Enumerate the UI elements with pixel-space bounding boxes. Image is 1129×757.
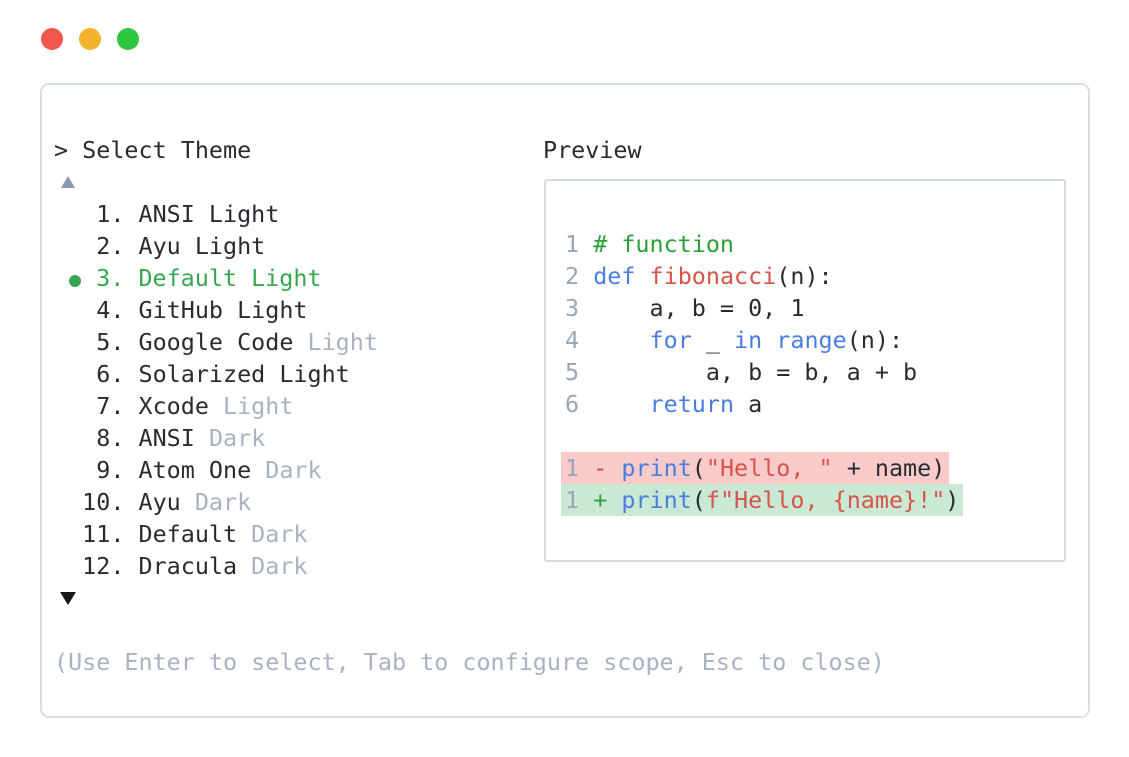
minimize-button[interactable] <box>79 28 101 50</box>
close-button[interactable] <box>41 28 63 50</box>
line-number: 4 <box>565 326 580 354</box>
theme-item-variant-label: Light <box>293 328 378 356</box>
theme-item-google-code[interactable]: 5. Google Code Light <box>54 326 885 358</box>
theme-item-variant-label: Dark <box>180 488 252 516</box>
theme-item-atom-one[interactable]: 9. Atom One Dark <box>54 454 885 486</box>
theme-item-dracula[interactable]: 12. Dracula Dark <box>54 550 885 582</box>
line-number: 2 <box>565 262 580 290</box>
theme-item-number: 12. <box>82 552 139 580</box>
theme-item-label: GitHub Light <box>138 296 308 324</box>
code-line: 4 for _ in range(n): <box>565 326 904 354</box>
theme-item-number: 1. <box>82 200 139 228</box>
theme-item-default[interactable]: 11. Default Dark <box>54 518 885 550</box>
scroll-down-control[interactable] <box>54 582 885 614</box>
code-line-diff-del: 1 - print("Hello, " + name) <box>561 452 963 484</box>
select-theme-prompt: > Select Theme <box>54 136 252 164</box>
theme-item-label: Google Code <box>138 328 294 356</box>
theme-item-number: 5. <box>82 328 139 356</box>
theme-item-label: Solarized Light <box>138 360 350 388</box>
line-number: 1 <box>565 486 580 514</box>
triangle-up-icon <box>61 176 75 188</box>
theme-item-number: 11. <box>82 520 139 548</box>
theme-item-github-light[interactable]: 4. GitHub Light <box>54 294 885 326</box>
theme-item-ansi[interactable]: 8. ANSI Dark <box>54 422 885 454</box>
theme-item-label: Dracula <box>138 552 238 580</box>
theme-item-number: 8. <box>82 424 139 452</box>
theme-item-number: 9. <box>82 456 139 484</box>
theme-item-label: Xcode <box>138 392 209 420</box>
theme-list-column: > Select Theme 1. ANSI Light 2. Ayu Ligh… <box>54 134 885 678</box>
code-line: 5 a, b = b, a + b <box>565 358 918 386</box>
theme-item-label: Default Light <box>138 264 322 292</box>
theme-list: 1. ANSI Light 2. Ayu Light 3. Default Li… <box>54 198 885 582</box>
preview-label: Preview <box>543 136 642 164</box>
theme-item-variant-label: Dark <box>237 520 308 548</box>
theme-item-ansi-light[interactable]: 1. ANSI Light <box>54 198 885 230</box>
theme-item-variant-label: Dark <box>237 552 308 580</box>
spacer <box>54 614 885 646</box>
theme-item-default-light[interactable]: 3. Default Light <box>54 262 885 294</box>
line-number: 6 <box>565 390 580 418</box>
theme-item-number: 6. <box>82 360 139 388</box>
line-number: 3 <box>565 294 580 322</box>
code-line: 2 def fibonacci(n): <box>565 262 833 290</box>
theme-item-number: 2. <box>82 232 139 260</box>
code-preview: 1 # function 2 def fibonacci(n): 3 a, b = … <box>561 228 964 516</box>
theme-item-variant-label: Dark <box>194 424 266 452</box>
code-line: 1 # function <box>565 230 735 258</box>
theme-item-label: Ayu <box>138 488 181 516</box>
code-line <box>565 420 963 452</box>
line-number: 1 <box>565 454 580 482</box>
scroll-up-control[interactable] <box>54 166 885 198</box>
theme-item-number: 4. <box>82 296 139 324</box>
line-number: 1 <box>565 230 580 258</box>
line-number: 5 <box>565 358 580 386</box>
theme-item-variant-label: Dark <box>251 456 322 484</box>
theme-item-label: ANSI <box>138 424 195 452</box>
theme-item-label: Atom One <box>138 456 252 484</box>
theme-item-number: 3. <box>82 264 139 292</box>
code-line-diff-add: 1 + print(f"Hello, {name}!") <box>561 484 964 516</box>
theme-item-label: Default <box>138 520 238 548</box>
selected-bullet-icon <box>69 275 82 287</box>
help-text: (Use Enter to select, Tab to configure s… <box>54 648 885 676</box>
preview-pane: 1 # function 2 def fibonacci(n): 3 a, b = … <box>544 179 1066 562</box>
theme-item-number: 10. <box>82 488 139 516</box>
theme-item-solarized-light[interactable]: 6. Solarized Light <box>54 358 885 390</box>
theme-item-ayu-light[interactable]: 2. Ayu Light <box>54 230 885 262</box>
theme-item-xcode[interactable]: 7. Xcode Light <box>54 390 885 422</box>
theme-item-variant-label: Light <box>208 392 294 420</box>
theme-picker-panel: > Select Theme 1. ANSI Light 2. Ayu Ligh… <box>40 83 1090 718</box>
window-controls <box>41 28 139 50</box>
theme-item-ayu[interactable]: 10. Ayu Dark <box>54 486 885 518</box>
theme-item-label: Ayu Light <box>138 232 266 260</box>
triangle-down-icon <box>60 591 76 605</box>
zoom-button[interactable] <box>117 28 139 50</box>
theme-item-number: 7. <box>82 392 139 420</box>
theme-item-label: ANSI Light <box>138 200 280 228</box>
code-line: 6 return a <box>565 390 763 418</box>
code-line: 3 a, b = 0, 1 <box>565 294 805 322</box>
